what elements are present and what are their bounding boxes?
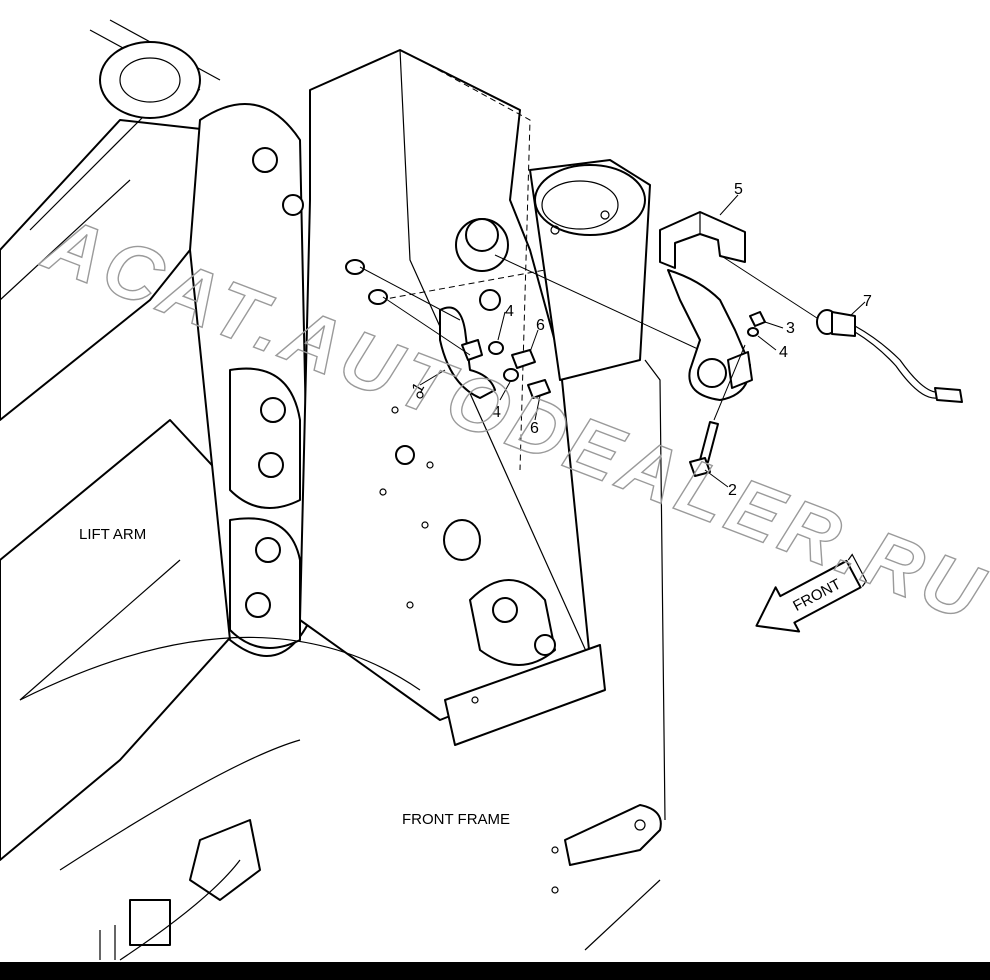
side-frame-panel [551, 359, 666, 951]
cylinder-mount [455, 159, 651, 381]
screw-3-washer-4 [747, 311, 766, 337]
sensor-plate [667, 269, 753, 401]
assembly-line [494, 254, 701, 351]
spacers [345, 259, 471, 356]
callout-4-right: 4 [779, 344, 788, 361]
callout-4-lower: 4 [492, 404, 501, 421]
washers-and-bolts-left [488, 341, 551, 399]
lower-frame [19, 636, 421, 961]
front-frame-bracket [299, 49, 606, 746]
label-lift-arm: LIFT ARM [79, 526, 146, 543]
part-7-sensor [719, 254, 963, 403]
callout-5: 5 [734, 181, 743, 198]
callout-7: 7 [863, 293, 872, 310]
label-front-frame: FRONT FRAME [402, 811, 510, 828]
callout-leaders [419, 194, 866, 488]
callout-6-upper: 6 [536, 317, 545, 334]
part-2-bolt [689, 344, 746, 477]
callout-2: 2 [728, 482, 737, 499]
callout-4-upper: 4 [505, 303, 514, 320]
bottom-border [0, 962, 990, 980]
callout-3: 3 [786, 320, 795, 337]
callout-6-lower: 6 [530, 420, 539, 437]
part-5-cover [659, 211, 746, 269]
lift-arm [0, 19, 301, 960]
